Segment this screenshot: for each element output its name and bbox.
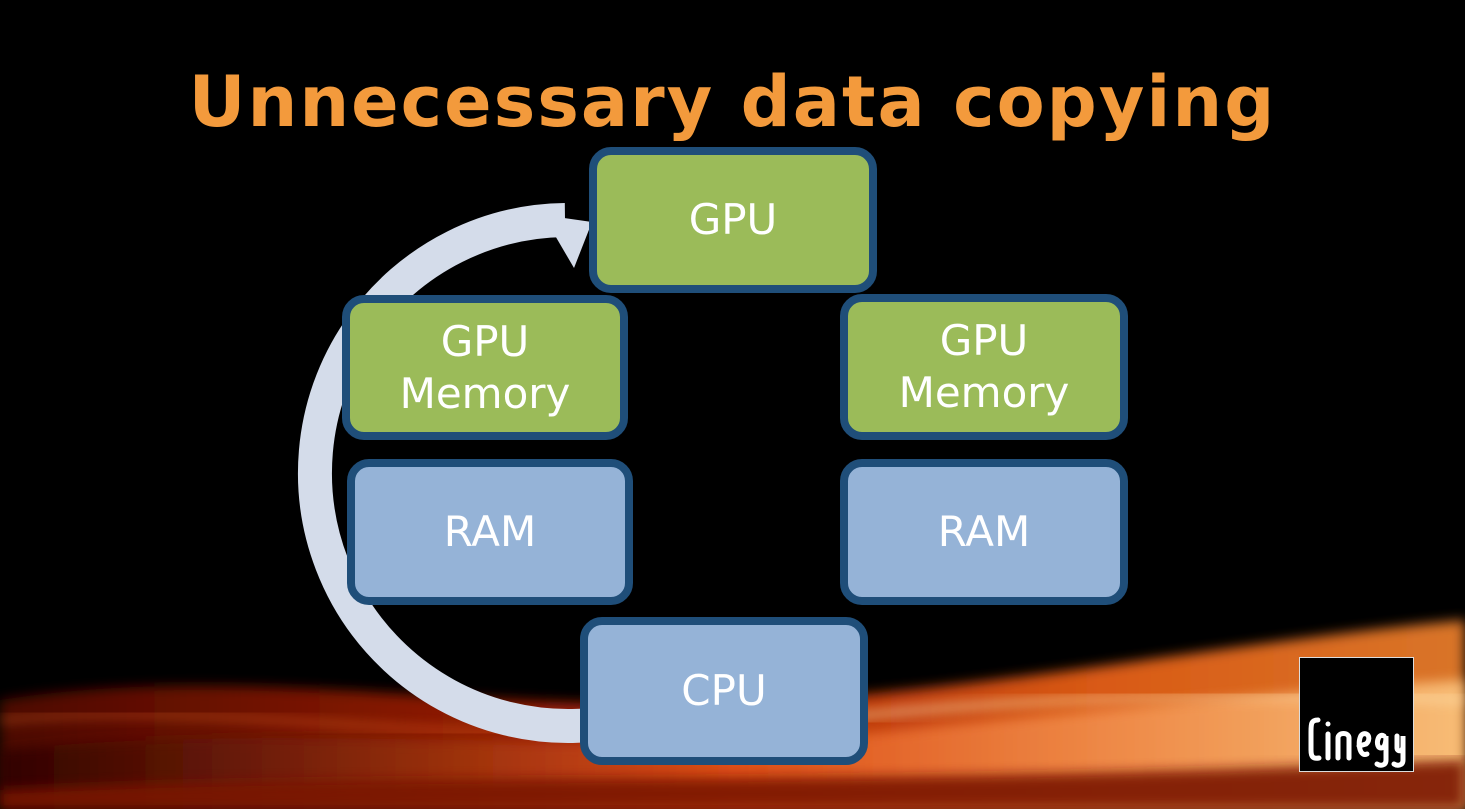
node-ram-right: RAM — [840, 459, 1128, 605]
node-gpu-memory-right: GPU Memory — [840, 294, 1128, 440]
node-label: GPU — [688, 195, 778, 244]
node-ram-left: RAM — [347, 459, 633, 605]
arrow-head-icon — [543, 215, 592, 268]
node-label: RAM — [937, 507, 1031, 556]
node-gpu-memory-left: GPU Memory — [342, 295, 628, 440]
node-label: CPU — [681, 666, 767, 715]
node-gpu-top: GPU — [589, 147, 877, 293]
cinegy-logo — [1299, 657, 1414, 772]
node-label: GPU Memory — [399, 316, 571, 418]
node-cpu-bottom: CPU — [580, 617, 868, 765]
node-label: RAM — [443, 507, 537, 556]
slide-title: Unnecessary data copying — [188, 61, 1277, 143]
cinegy-logo-icon — [1308, 717, 1406, 768]
node-label: GPU Memory — [898, 316, 1070, 417]
